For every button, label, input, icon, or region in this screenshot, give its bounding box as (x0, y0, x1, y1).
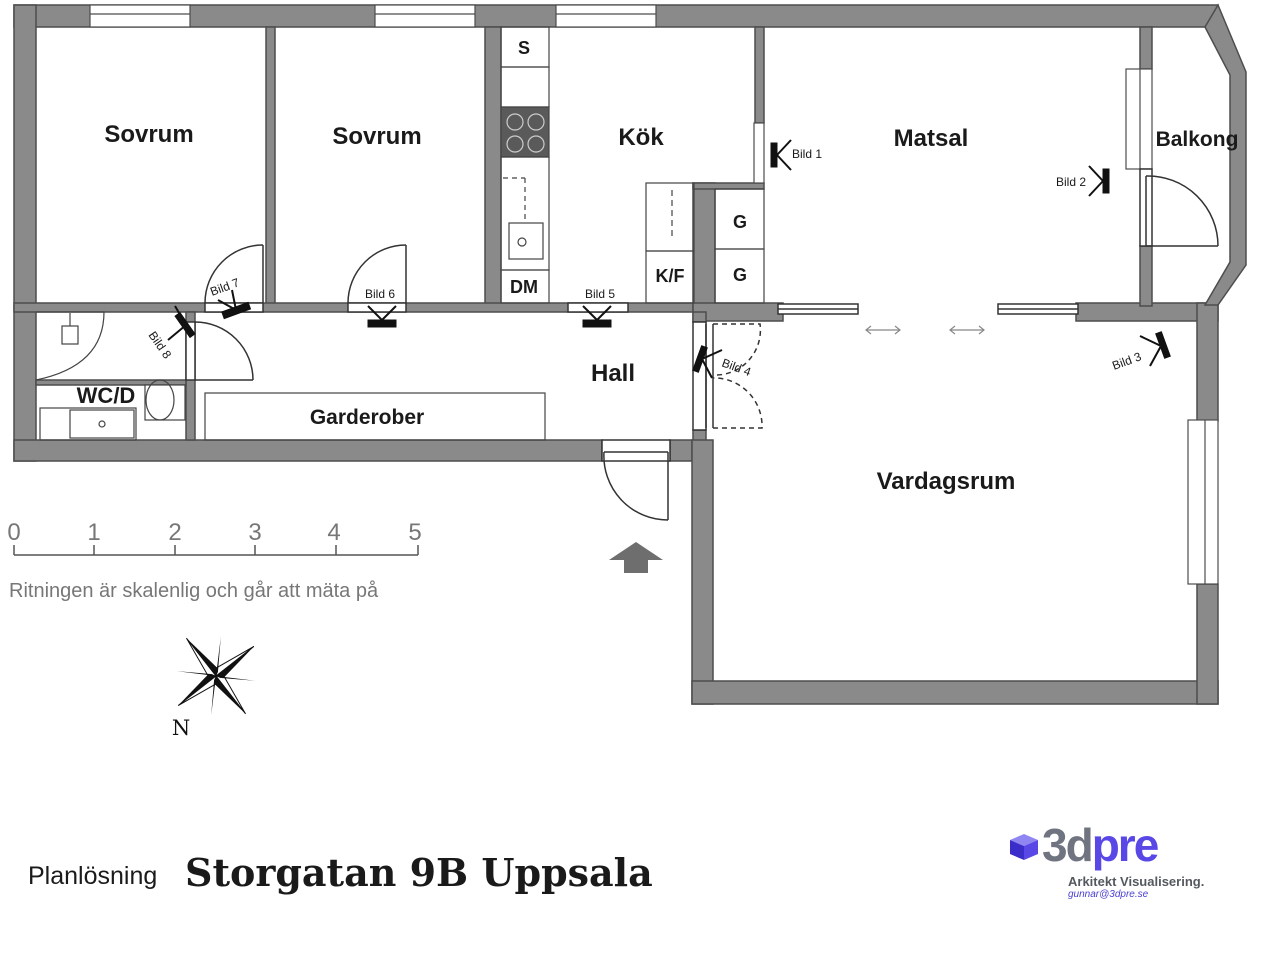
fixture-label-g2: G (733, 265, 747, 285)
fixture-label-s: S (518, 38, 530, 58)
logo-cube-icon (1010, 834, 1038, 860)
photo-marker-bild-6: Bild 6 (365, 287, 395, 301)
scale-bar: 0 1 2 3 4 5 (7, 519, 422, 556)
scale-tick-3: 3 (248, 519, 261, 546)
room-label-matsal: Matsal (894, 125, 969, 152)
logo-tagline: Arkitekt Visualisering. (1068, 874, 1205, 889)
room-label-sovrum-1: Sovrum (104, 121, 193, 148)
room-label-balkong: Balkong (1156, 128, 1239, 151)
fixture-label-dm: DM (510, 277, 538, 297)
room-label-garderober: Garderober (310, 406, 424, 429)
logo-wordmark: 3dpre (1042, 818, 1160, 872)
scale-tick-5: 5 (408, 519, 421, 546)
photo-marker-bild-4: Bild 4 (720, 356, 753, 380)
scale-tick-4: 4 (327, 519, 340, 546)
photo-marker-bild-5: Bild 5 (585, 287, 615, 301)
company-logo: 3dpre Arkitekt Visualisering. gunnar@3dp… (1006, 818, 1216, 908)
photo-marker-bild-3: Bild 3 (1110, 349, 1143, 373)
logo-email[interactable]: gunnar@3dpre.se (1068, 889, 1149, 900)
logo-word-part-1: 3d (1042, 819, 1094, 871)
room-label-vardagsrum: Vardagsrum (877, 468, 1016, 495)
compass-rose-icon (176, 636, 256, 716)
entrance-arrow-icon (609, 542, 663, 573)
fixture-label-kf: K/F (656, 266, 685, 286)
photo-marker-bild-1: Bild 1 (792, 147, 822, 161)
scale-tick-2: 2 (168, 519, 181, 546)
slide-arrows (865, 325, 985, 335)
photo-marker-bild-8: Bild 8 (146, 329, 175, 362)
wardrobe (204, 392, 546, 441)
compass-north-label: N (172, 716, 190, 740)
scale-tick-1: 1 (87, 519, 100, 546)
scale-note: Ritningen är skalenlig och går att mäta … (9, 580, 379, 602)
photo-marker-bild-7: Bild 7 (208, 275, 241, 299)
room-label-hall: Hall (591, 360, 635, 387)
room-label-kok: Kök (618, 124, 664, 151)
room-label-sovrum-2: Sovrum (332, 123, 421, 150)
fixture-label-g1: G (733, 212, 747, 232)
room-label-wc: WC/D (77, 383, 136, 408)
address-title: Storgatan 9B Uppsala (185, 850, 653, 895)
plan-word: Planlösning (28, 862, 158, 890)
windows (89, 4, 1219, 585)
scale-tick-0: 0 (7, 519, 20, 546)
photo-marker-bild-2: Bild 2 (1056, 175, 1086, 189)
photo-marker-glyphs (167, 139, 1171, 379)
walls (13, 3, 1247, 705)
kitchen-fittings (500, 26, 765, 304)
wc-fittings (35, 311, 186, 441)
logo-word-part-2: pre (1091, 819, 1160, 871)
